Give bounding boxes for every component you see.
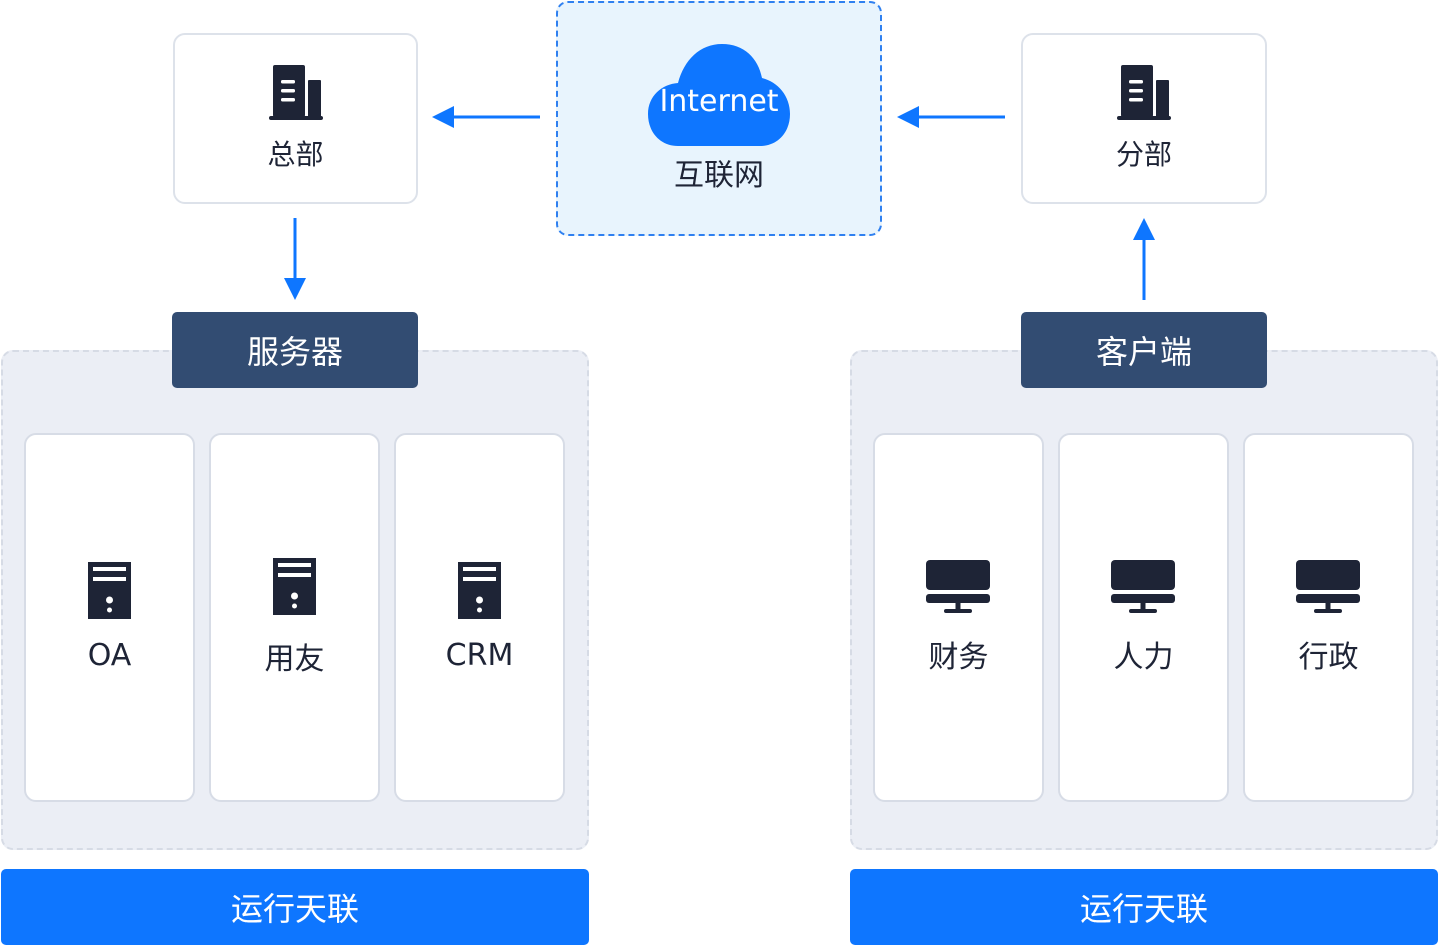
server-card-oa: OA xyxy=(24,433,195,802)
arrow-internet-to-hq xyxy=(432,106,540,128)
server-icon xyxy=(457,562,501,619)
run-tianlian-button-right[interactable]: 运行天联 xyxy=(850,869,1438,945)
client-label: 行政 xyxy=(1298,639,1359,675)
monitor-icon xyxy=(925,559,990,613)
internet-label: 互联网 xyxy=(674,157,764,193)
internet-box: Internet 互联网 xyxy=(556,1,882,236)
run-tianlian-button-left[interactable]: 运行天联 xyxy=(1,869,589,945)
server-icon xyxy=(272,557,316,615)
server-card-crm: CRM xyxy=(394,433,565,802)
server-icon xyxy=(87,562,131,619)
building-icon xyxy=(1117,64,1171,120)
cloud-icon: Internet xyxy=(648,43,790,146)
branch-label: 分部 xyxy=(1115,137,1172,171)
hq-node: 总部 xyxy=(173,33,418,204)
client-card-finance: 财务 xyxy=(873,433,1044,802)
building-icon xyxy=(268,64,323,120)
server-label: 用友 xyxy=(264,641,325,677)
server-label: CRM xyxy=(445,638,514,673)
server-card-yonyou: 用友 xyxy=(209,433,380,802)
server-label: OA xyxy=(87,638,132,673)
hq-label: 总部 xyxy=(267,137,324,171)
monitor-icon xyxy=(1110,559,1175,613)
arrow-hq-to-servers xyxy=(284,218,306,300)
branch-node: 分部 xyxy=(1021,33,1267,204)
client-group-title: 客户端 xyxy=(1021,312,1267,388)
internet-cloud-text: Internet xyxy=(659,83,779,119)
client-card-hr: 人力 xyxy=(1058,433,1229,802)
client-card-admin: 行政 xyxy=(1243,433,1414,802)
client-label: 财务 xyxy=(928,639,989,675)
monitor-icon xyxy=(1295,559,1360,613)
arrow-clients-to-branch xyxy=(1133,218,1155,300)
server-group-title: 服务器 xyxy=(172,312,418,388)
arrow-branch-to-internet xyxy=(897,106,1005,128)
client-label: 人力 xyxy=(1113,639,1174,675)
